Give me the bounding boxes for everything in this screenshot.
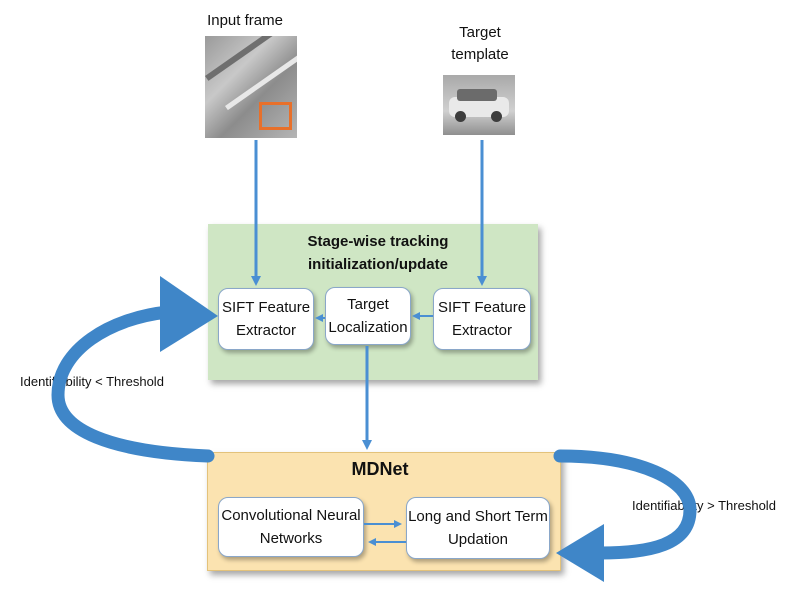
updation-node: Long and Short Term Updation <box>406 497 550 559</box>
sift-extractor-left: SIFT Feature Extractor <box>218 288 314 350</box>
cnn-node: Convolutional Neural Networks <box>218 497 364 557</box>
stage-title: Stage-wise tracking initialization/updat… <box>307 233 449 273</box>
loop-arrow-right <box>553 449 697 560</box>
sift-extractor-right: SIFT Feature Extractor <box>433 288 531 350</box>
target-template-image <box>443 75 515 135</box>
bounding-box <box>259 102 292 130</box>
mdnet-title: MDNet <box>351 459 409 479</box>
loop-right-label: Identifiability > Threshold <box>632 498 776 513</box>
target-template-label: Target template <box>451 24 509 63</box>
input-frame-image <box>205 36 297 138</box>
loop-arrow-left-head <box>160 276 218 352</box>
target-localization: Target Localization <box>325 287 411 345</box>
loop-arrow-left <box>51 305 215 463</box>
loop-arrow-right-head <box>556 524 604 582</box>
input-frame-label: Input frame <box>207 12 283 29</box>
